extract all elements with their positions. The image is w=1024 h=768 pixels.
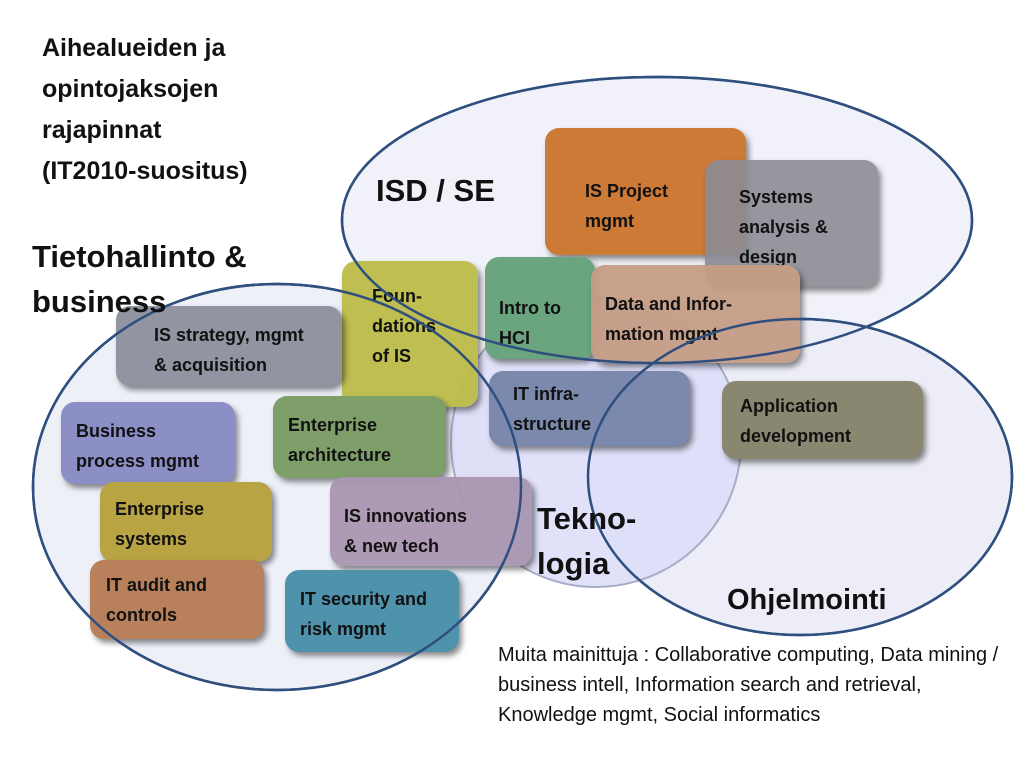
box-it-infrastructure: IT infra- structure (489, 371, 690, 446)
slide-title: Aihealueiden ja opintojaksojen rajapinna… (42, 34, 248, 185)
box-is-innovations: IS innovations & new tech (330, 477, 532, 566)
box-business-process: Business process mgmt (61, 402, 235, 484)
box-enterprise-architecture: Enterprise architecture (273, 396, 446, 478)
tietohallinto-label: Tietohallinto & business (32, 239, 247, 319)
box-it-audit: IT audit and controls (90, 560, 264, 639)
teknologia-label: Tekno- logia (537, 501, 637, 581)
box-application-development: Application development (722, 381, 923, 459)
ohjelmointi-label: Ohjelmointi (727, 584, 887, 616)
box-data-info-mgmt: Data and Infor- mation mgmt (591, 265, 800, 363)
box-it-security: IT security and risk mgmt (285, 570, 459, 652)
other-topics-note: Muita mainittuja : Collaborative computi… (498, 644, 999, 726)
isd-se-label: ISD / SE (376, 173, 495, 208)
box-enterprise-systems: Enterprise systems (100, 482, 272, 562)
box-intro-hci: Intro to HCI (485, 257, 595, 359)
box-foundations: Foun- dations of IS (342, 261, 478, 407)
